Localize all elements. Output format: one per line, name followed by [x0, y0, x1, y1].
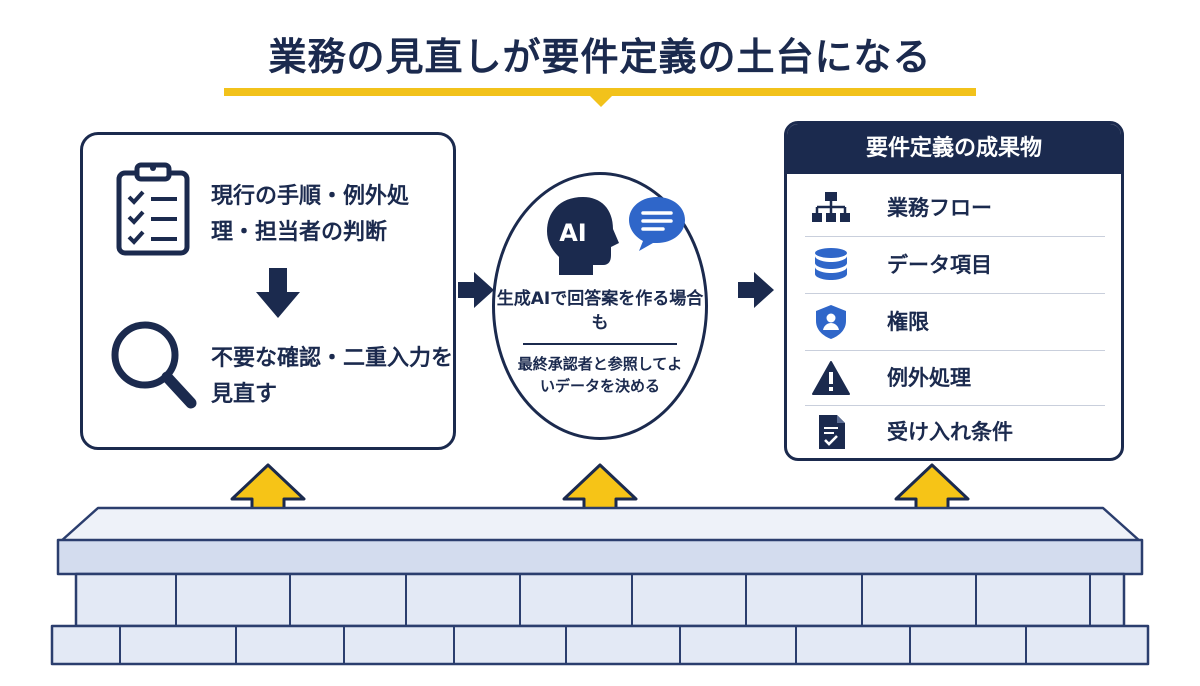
deliverable-separator — [805, 236, 1105, 237]
arrow-up-icon — [562, 463, 638, 539]
deliverable-label: 例外処理 — [887, 366, 971, 390]
ai-case-text: 生成AIで回答案を作る場合も — [496, 289, 704, 333]
deliverable-label: 権限 — [887, 310, 929, 334]
deliverables-header: 要件定義の成果物 — [787, 124, 1121, 174]
deliverable-data-items: データ項目 — [787, 237, 1121, 293]
deliverable-separator — [805, 405, 1105, 406]
deliverable-label: 受け入れ条件 — [887, 420, 1013, 444]
flowchart-icon — [812, 192, 850, 222]
shield-user-icon — [816, 305, 846, 339]
review-text: 不要な確認・二重入力を見直す — [211, 346, 454, 407]
ai-head-icon: AI — [547, 197, 619, 275]
current-process-panel: 現行の手順・例外処理・担当者の判断 不要な確認・二重入力を見直す — [80, 132, 456, 450]
title-underline — [224, 88, 976, 96]
ai-divider — [523, 343, 677, 345]
deliverable-acceptance-criteria: 受け入れ条件 — [787, 404, 1121, 458]
arrow-up-icon — [894, 463, 970, 539]
current-process-text: 現行の手順・例外処理・担当者の判断 — [211, 184, 410, 245]
document-check-icon — [819, 415, 845, 449]
deliverable-separator — [805, 350, 1105, 351]
approver-data-text: 最終承認者と参照してよいデータを決める — [517, 355, 683, 395]
deliverables-panel: 要件定義の成果物 業務フロー データ項目 権限 — [784, 121, 1124, 461]
magnifier-icon — [111, 321, 197, 409]
arrow-right-icon — [738, 272, 774, 308]
deliverable-permissions: 権限 — [787, 294, 1121, 350]
arrow-right-icon — [458, 272, 494, 308]
chat-bubble-icon — [629, 197, 685, 251]
arrow-down-icon — [256, 268, 300, 318]
deliverable-exceptions: 例外処理 — [787, 350, 1121, 406]
arrow-up-icon — [230, 463, 306, 539]
deliverable-label: データ項目 — [887, 253, 992, 277]
database-icon — [815, 248, 847, 280]
page-title: 業務の見直しが要件定義の土台になる — [268, 35, 932, 79]
deliverable-label: 業務フロー — [887, 196, 992, 220]
warning-icon — [812, 361, 850, 395]
title-underline-notch — [589, 95, 613, 107]
deliverable-business-flow: 業務フロー — [787, 180, 1121, 236]
clipboard-checklist-icon — [116, 162, 190, 256]
ai-label: AI — [559, 219, 587, 247]
deliverable-separator — [805, 293, 1105, 294]
ai-panel: AI 生成AIで回答案を作る場合も 最終承認者と参照してよいデータを決める — [492, 172, 708, 440]
